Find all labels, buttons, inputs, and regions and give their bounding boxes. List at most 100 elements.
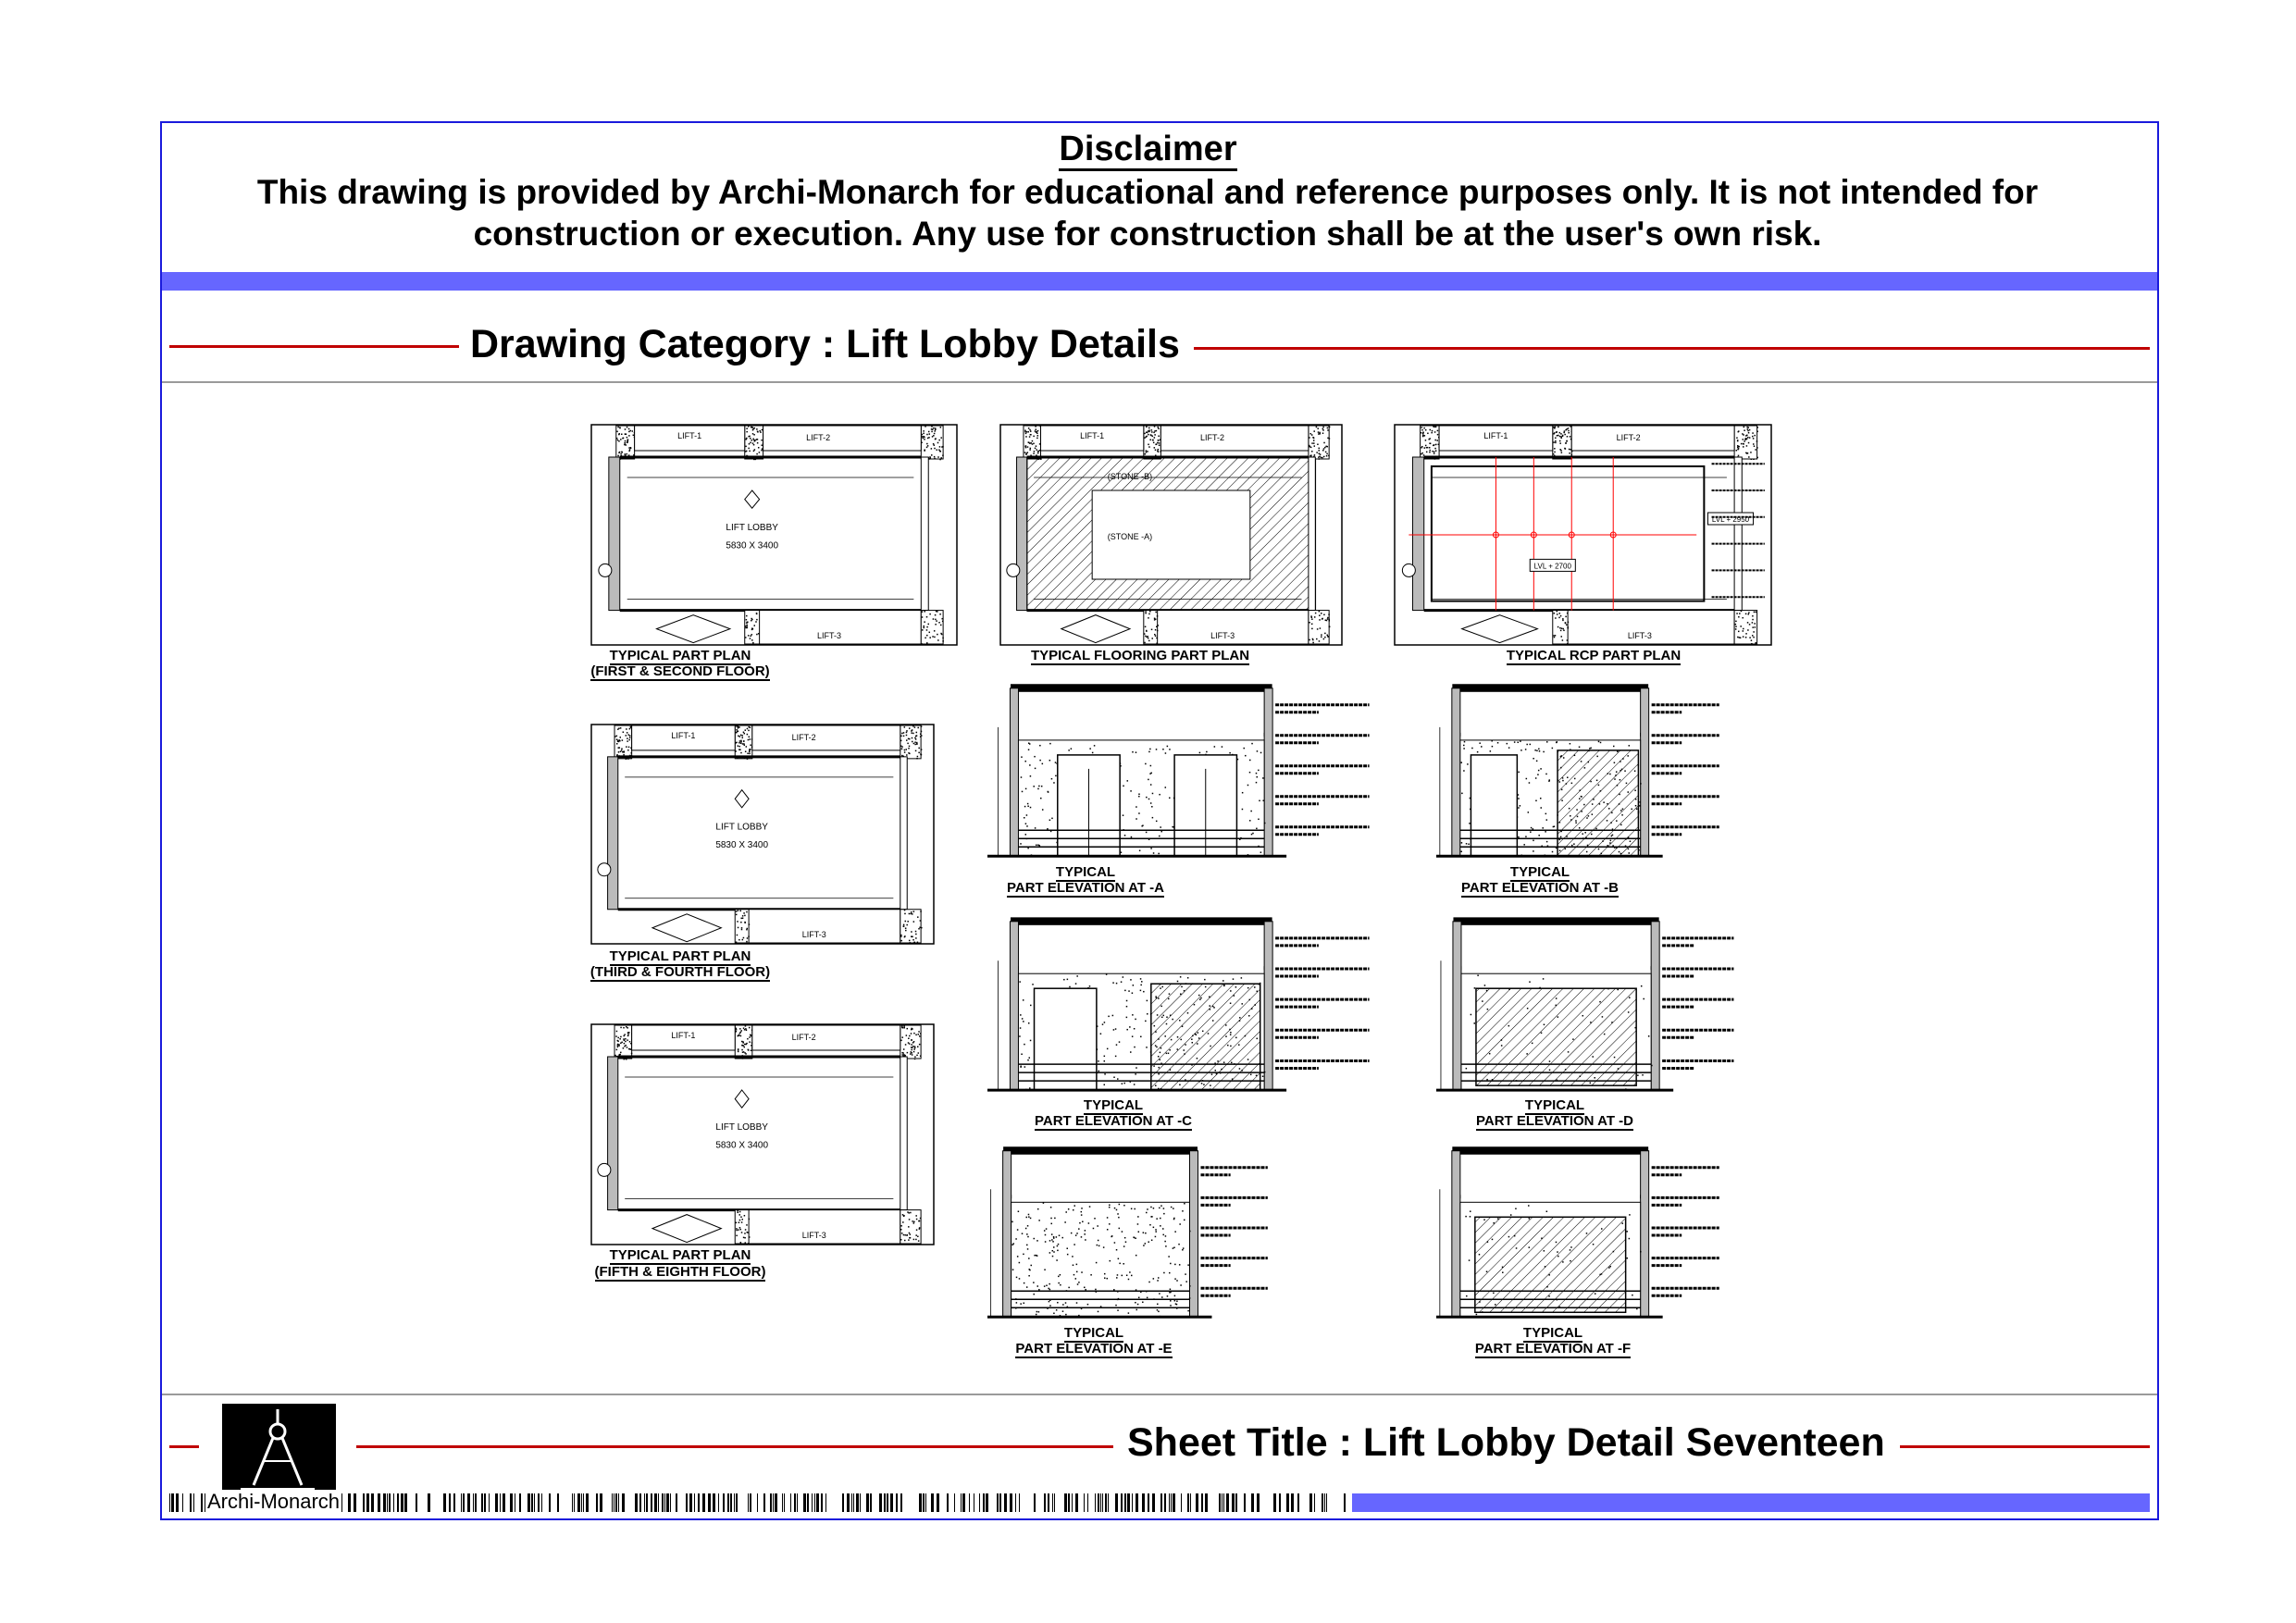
barcode-bar: [983, 1493, 985, 1512]
barcode-bar: [666, 1493, 669, 1512]
barcode-bar: [527, 1493, 530, 1512]
barcode-bar: [1326, 1493, 1327, 1512]
barcode-bar: [931, 1493, 934, 1512]
lift-3-label: LIFT-3: [802, 1231, 826, 1240]
barcode-bar: [1164, 1493, 1166, 1512]
elevC-title-text: TYPICAL: [1083, 1097, 1144, 1115]
barcode-bar: [670, 1493, 671, 1512]
barcode-bar: [182, 1493, 183, 1512]
barcode-bar: [1152, 1493, 1155, 1512]
plan3-subtitle-text: (FIFTH & EIGHTH FLOOR): [594, 1264, 766, 1282]
barcode-bar: [541, 1493, 542, 1512]
elevE-title: TYPICAL: [909, 1325, 1279, 1343]
barcode-bar: [596, 1493, 598, 1512]
barcode-bar: [702, 1493, 705, 1512]
sheet-rule-mid: [356, 1445, 1113, 1448]
barcode-bar: [853, 1493, 854, 1512]
flooring-title: TYPICAL FLOORING PART PLAN: [955, 648, 1325, 665]
sheet-rule-left: [169, 1445, 199, 1448]
barcode-bar: [734, 1493, 735, 1512]
barcode-bar: [676, 1493, 677, 1512]
barcode-bar: [354, 1493, 356, 1512]
barcode-bar: [1064, 1493, 1067, 1512]
elevE-title-text: TYPICAL: [1063, 1325, 1124, 1343]
barcode-bar: [689, 1493, 692, 1512]
barcode-bar: [847, 1493, 850, 1512]
barcode-bar: [1072, 1493, 1073, 1512]
elevC-title: TYPICAL: [928, 1097, 1298, 1115]
barcode-bar: [489, 1493, 490, 1512]
stone-b-label: (STONE -B): [1108, 472, 1152, 481]
barcode-bar: [961, 1493, 962, 1512]
barcode-bar: [775, 1493, 777, 1512]
barcode-bar: [393, 1493, 394, 1512]
barcode-bar: [1297, 1493, 1299, 1512]
barcode-bar: [1068, 1493, 1070, 1512]
barcode-bar: [1226, 1493, 1229, 1512]
lift-2-label: LIFT-2: [1200, 433, 1224, 442]
barcode-bar: [997, 1493, 999, 1512]
barcode-bar: [954, 1493, 955, 1512]
plan2-title-text: TYPICAL PART PLAN: [609, 948, 751, 966]
barcode-bar: [1322, 1493, 1323, 1512]
barcode-bar: [201, 1493, 203, 1512]
elevC-drawing: [987, 917, 1370, 1092]
barcode-bar: [467, 1493, 470, 1512]
barcode-bar: [662, 1493, 664, 1512]
barcode-bar: [404, 1493, 407, 1512]
drawing-category: Drawing Category : Lift Lobby Details: [470, 322, 1180, 366]
plan1-title-text: TYPICAL PART PLAN: [609, 648, 751, 665]
elevF-subtitle-text: PART ELEVATION AT -F: [1474, 1341, 1632, 1358]
plan2-title: TYPICAL PART PLAN: [495, 948, 865, 966]
barcode-bar: [1251, 1493, 1254, 1512]
barcode-bar: [1223, 1493, 1224, 1512]
barcode-bar: [782, 1493, 783, 1512]
barcode-bar: [718, 1493, 719, 1512]
lift-3-label: LIFT-3: [802, 930, 826, 939]
plan2-subtitle-text: (THIRD & FOURTH FLOOR): [590, 964, 771, 982]
barcode-bar: [503, 1493, 505, 1512]
lift-2-label: LIFT-2: [792, 1033, 816, 1042]
barcode-bar: [851, 1493, 852, 1512]
barcode-bar: [1257, 1493, 1260, 1512]
barcode-bar: [925, 1493, 926, 1512]
barcode-bar: [1132, 1493, 1133, 1512]
flooring-title-text: TYPICAL FLOORING PART PLAN: [1030, 648, 1250, 665]
barcode-bar: [622, 1493, 625, 1512]
barcode-bar: [169, 1493, 170, 1512]
barcode-bar: [923, 1493, 925, 1512]
barcode-bar: [884, 1493, 886, 1512]
barcode-bar: [461, 1493, 462, 1512]
barcode-bar: [887, 1493, 888, 1512]
plan3-subtitle: (FIFTH & EIGHTH FLOOR): [495, 1264, 865, 1282]
level-tag-2: LVL + 2700: [1534, 562, 1572, 570]
elevB-subtitle-text: PART ELEVATION AT -B: [1461, 880, 1619, 898]
lift-3-label: LIFT-3: [1628, 631, 1652, 640]
room-size: 5830 X 3400: [715, 840, 768, 850]
barcode-bar: [1098, 1493, 1099, 1512]
barcode-bar: [612, 1493, 613, 1512]
elevF-title-text: TYPICAL: [1522, 1325, 1583, 1343]
barcode-bar: [1286, 1493, 1289, 1512]
barcode-bar: [797, 1493, 798, 1512]
barcode-bar: [1309, 1493, 1312, 1512]
level-tag-1: LVL + 2950: [1712, 515, 1750, 524]
barcode-bar: [807, 1493, 809, 1512]
barcode-bar: [821, 1493, 823, 1512]
barcode-bar: [475, 1493, 477, 1512]
barcode-bar: [1173, 1493, 1175, 1512]
barcode-bar: [348, 1493, 351, 1512]
barcode-bar: [1015, 1493, 1016, 1512]
barcode-bar: [1087, 1493, 1088, 1512]
disclaimer-line-1: This drawing is provided by Archi-Monarc…: [256, 173, 2039, 211]
barcode-bar: [615, 1493, 617, 1512]
barcode-bar: [449, 1493, 451, 1512]
category-rule-right: [1194, 347, 2150, 350]
barcode-bar: [654, 1493, 657, 1512]
barcode-bar: [999, 1493, 1001, 1512]
barcode-bar: [962, 1493, 965, 1512]
disclaimer-text: This drawing is provided by Archi-Monarc…: [213, 171, 2082, 254]
barcode-bar: [1273, 1493, 1276, 1512]
barcode-bar: [1169, 1493, 1170, 1512]
barcode-bar: [416, 1493, 417, 1512]
